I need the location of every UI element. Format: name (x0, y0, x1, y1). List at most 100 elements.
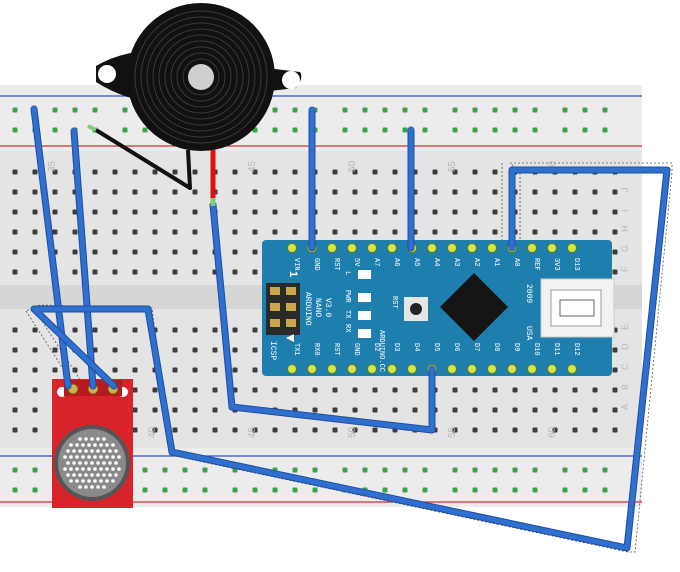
breadboard-hole (272, 189, 278, 195)
breadboard-hole (572, 189, 578, 195)
breadboard-hole (292, 169, 298, 175)
mic-mesh-hole (114, 449, 118, 453)
breadboard-hole (192, 229, 198, 235)
board-country: USA (524, 326, 533, 341)
breadboard-hole (382, 107, 388, 113)
breadboard-hole (292, 487, 298, 493)
breadboard-hole (452, 407, 458, 413)
breadboard-hole (152, 189, 158, 195)
mic-mesh-hole (90, 437, 94, 441)
breadboard-hole (192, 327, 198, 333)
breadboard-hole (72, 269, 78, 275)
row-letters: J I H G F E D C B A (620, 188, 630, 411)
mic-mesh-hole (75, 479, 79, 483)
breadboard-hole (332, 407, 338, 413)
breadboard-hole (132, 209, 138, 215)
breadboard-hole (532, 107, 538, 113)
arduino-pin-label: TX1 (292, 343, 300, 356)
mic-mesh-hole (90, 485, 94, 489)
breadboard-hole (52, 107, 58, 113)
breadboard-hole (612, 387, 618, 393)
breadboard-hole (12, 427, 18, 433)
arduino-pin-bottom (347, 364, 357, 374)
breadboard-hole (332, 229, 338, 235)
breadboard-hole (112, 347, 118, 353)
breadboard-hole (72, 229, 78, 235)
buzzer-ring (146, 22, 256, 132)
buzzer-center (188, 64, 214, 90)
mic-mesh-hole (99, 443, 103, 447)
breadboard-hole (582, 467, 588, 473)
mic-mesh-hole (63, 455, 67, 459)
mic-mesh-hole (84, 437, 88, 441)
breadboard-hole (552, 229, 558, 235)
mic-mesh-hole (75, 467, 79, 471)
breadboard-hole (212, 347, 218, 353)
breadboard-hole (122, 127, 128, 133)
breadboard-hole (252, 487, 258, 493)
breadboard-hole (492, 209, 498, 215)
mic-mesh-hole (90, 473, 94, 477)
breadboard-hole (272, 107, 278, 113)
icsp-pin (270, 303, 280, 311)
breadboard-hole (392, 387, 398, 393)
breadboard-hole (172, 407, 178, 413)
breadboard-hole (172, 189, 178, 195)
col-label: 55 (447, 160, 458, 172)
breadboard-hole (212, 427, 218, 433)
arduino-pin-top (467, 243, 477, 253)
breadboard-hole (332, 209, 338, 215)
breadboard-hole (152, 269, 158, 275)
breadboard-hole (372, 209, 378, 215)
breadboard-hole (432, 229, 438, 235)
arduino-pin-bottom (527, 364, 537, 374)
breadboard-hole (342, 107, 348, 113)
reset-button-cap (410, 303, 422, 315)
breadboard-hole (472, 127, 478, 133)
breadboard-hole (162, 487, 168, 493)
buzzer-ring (134, 10, 268, 144)
led-l (358, 270, 371, 279)
arduino-pin-top (427, 243, 437, 253)
breadboard-hole (362, 107, 368, 113)
buzzer-mount-hole (282, 71, 300, 89)
mic-mesh-hole (114, 473, 118, 477)
breadboard-hole (342, 467, 348, 473)
breadboard-hole (132, 347, 138, 353)
breadboard-hole (172, 269, 178, 275)
breadboard-hole (612, 427, 618, 433)
breadboard-hole (272, 387, 278, 393)
breadboard-hole (362, 127, 368, 133)
breadboard-hole (132, 169, 138, 175)
arduino-pin-top (487, 243, 497, 253)
breadboard-hole (12, 209, 18, 215)
arduino-pin-label: RX0 (312, 343, 320, 356)
wire-endpoint (309, 107, 315, 113)
breadboard-hole (92, 169, 98, 175)
breadboard-hole (232, 327, 238, 333)
mic-mesh-hole (72, 461, 76, 465)
breadboard-hole (152, 387, 158, 393)
breadboard-hole (332, 169, 338, 175)
breadboard-hole (272, 229, 278, 235)
breadboard-hole (552, 387, 558, 393)
breadboard-hole (172, 169, 178, 175)
breadboard-hole (452, 229, 458, 235)
wire-endpoints (31, 106, 515, 372)
breadboard-hole (172, 347, 178, 353)
buzzer-ring (164, 40, 238, 114)
mic-mesh-hole (69, 479, 73, 483)
mic-mesh-hole (108, 449, 112, 453)
breadboard-hole (602, 467, 608, 473)
breadboard-hole (252, 189, 258, 195)
breadboard-hole (552, 209, 558, 215)
arduino-pin-top (547, 243, 557, 253)
breadboard-hole (352, 169, 358, 175)
mic-mesh-hole (78, 437, 82, 441)
breadboard-hole (452, 387, 458, 393)
microphone-module (52, 379, 133, 508)
breadboard-hole (612, 189, 618, 195)
mic-mesh-hole (117, 455, 121, 459)
mic-mesh-hole (117, 467, 121, 471)
